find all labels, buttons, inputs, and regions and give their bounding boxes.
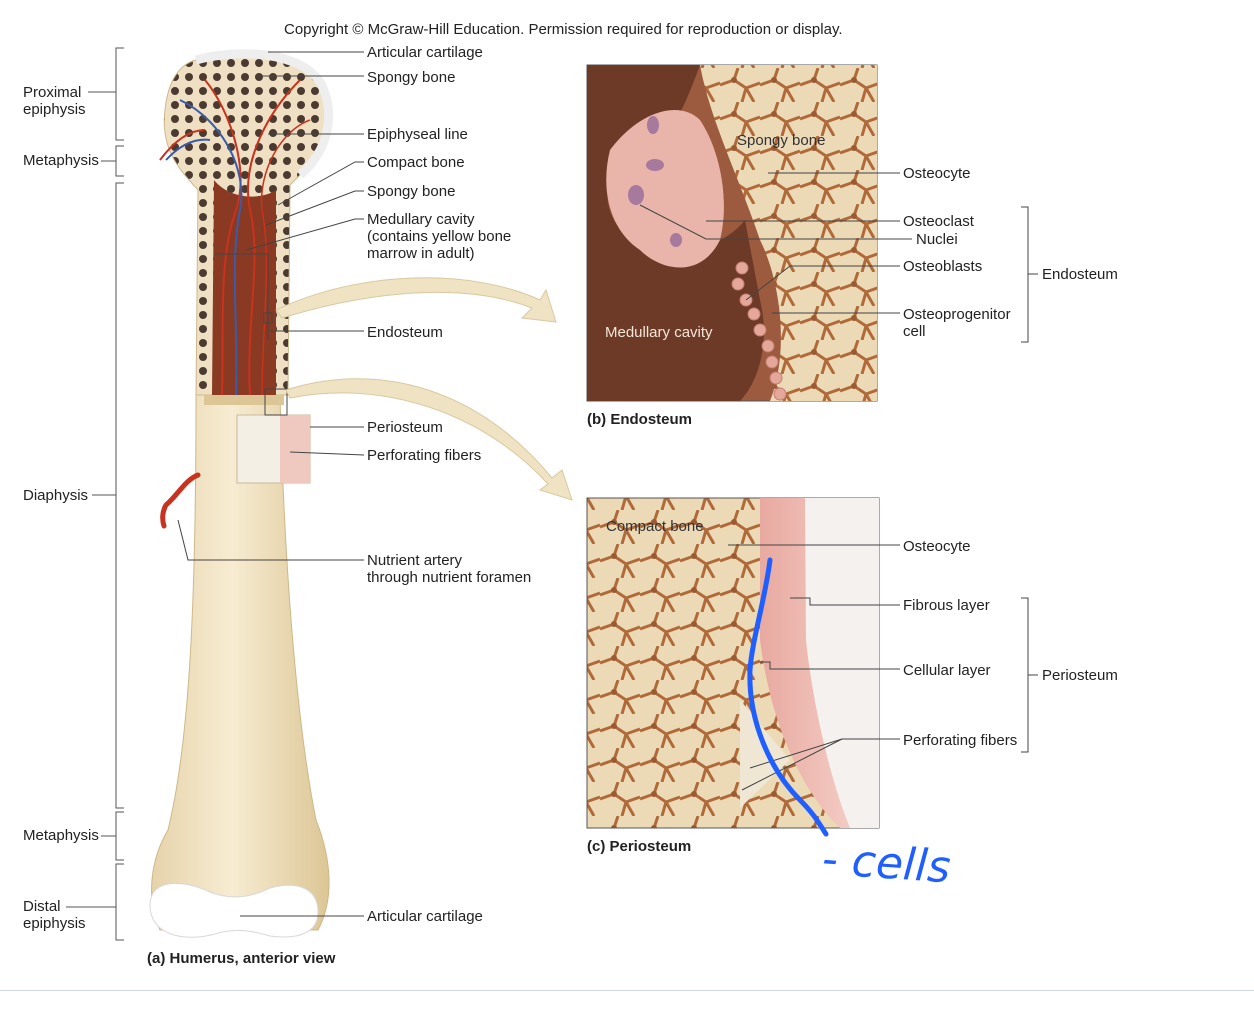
panel-c-fibrous-layer: Fibrous layer: [903, 597, 990, 614]
caption-humerus: (a) Humerus, anterior view: [147, 950, 336, 967]
humerus: [149, 49, 334, 938]
label-metaphysis-top: Metaphysis: [23, 152, 99, 169]
proximal-epiphysis-text: Proximal epiphysis: [23, 84, 86, 118]
label-spongy-bone-top: Spongy bone: [367, 69, 456, 86]
panel-b-osteoclast: Osteoclast: [903, 213, 974, 230]
panel-c-osteocyte: Osteocyte: [903, 538, 971, 555]
panel-b-nuclei: Nuclei: [916, 231, 958, 248]
copyright-notice: Copyright © McGraw-Hill Education. Permi…: [284, 21, 843, 38]
handwritten-bracket-line: [747, 557, 829, 837]
label-articular-cartilage-bottom: Articular cartilage: [367, 908, 483, 925]
panel-c-leaders: [728, 544, 1038, 791]
label-perforating-fibers: Perforating fibers: [367, 447, 482, 464]
label-endosteum: Endosteum: [367, 324, 443, 341]
panel-periosteum: [586, 497, 880, 829]
label-diaphysis: Diaphysis: [23, 487, 89, 504]
panel-b-osteoprogenitor: Osteoprogenitor cell: [903, 306, 1011, 340]
label-periosteum: Periosteum: [367, 419, 443, 436]
distal-epiphysis-text: Distal epiphysis: [23, 898, 86, 932]
panel-b-group-endosteum: Endosteum: [1042, 266, 1118, 283]
panel-c-compact-bone: Compact bone: [606, 518, 704, 535]
panel-c-cellular-layer: Cellular layer: [903, 662, 991, 679]
label-distal-epiphysis: Distal epiphysis: [23, 898, 86, 932]
leader-lines: [177, 51, 365, 917]
panel-b-osteocyte: Osteocyte: [903, 165, 971, 182]
label-spongy-bone-mid: Spongy bone: [367, 183, 456, 200]
panel-endosteum: [586, 64, 878, 402]
panel-b-spongy-bone: Spongy bone: [737, 132, 826, 149]
caption-periosteum: (c) Periosteum: [587, 838, 692, 855]
handwritten-cells-note: - cells: [820, 833, 953, 894]
panel-b-medullary-cavity: Medullary cavity: [605, 324, 713, 341]
label-articular-cartilage-top: Articular cartilage: [367, 44, 483, 61]
label-compact-bone: Compact bone: [367, 154, 465, 171]
panel-c-perforating-fibers: Perforating fibers: [903, 732, 1018, 749]
label-nutrient-artery: Nutrient artery through nutrient foramen: [367, 552, 532, 586]
label-medullary-cavity: Medullary cavity (contains yellow bone m…: [367, 211, 512, 262]
zoom-arrows: [275, 277, 573, 501]
panel-b-osteoblasts: Osteoblasts: [903, 258, 983, 275]
panel-b-leaders: [639, 172, 1038, 343]
region-brackets: [66, 47, 124, 941]
panel-c-group-periosteum: Periosteum: [1042, 667, 1118, 684]
bottom-divider: [0, 990, 1254, 991]
label-metaphysis-bottom: Metaphysis: [23, 827, 99, 844]
label-proximal-epiphysis: Proximal epiphysis: [23, 84, 86, 118]
label-epiphyseal-line: Epiphyseal line: [367, 126, 468, 143]
caption-endosteum: (b) Endosteum: [587, 411, 692, 428]
